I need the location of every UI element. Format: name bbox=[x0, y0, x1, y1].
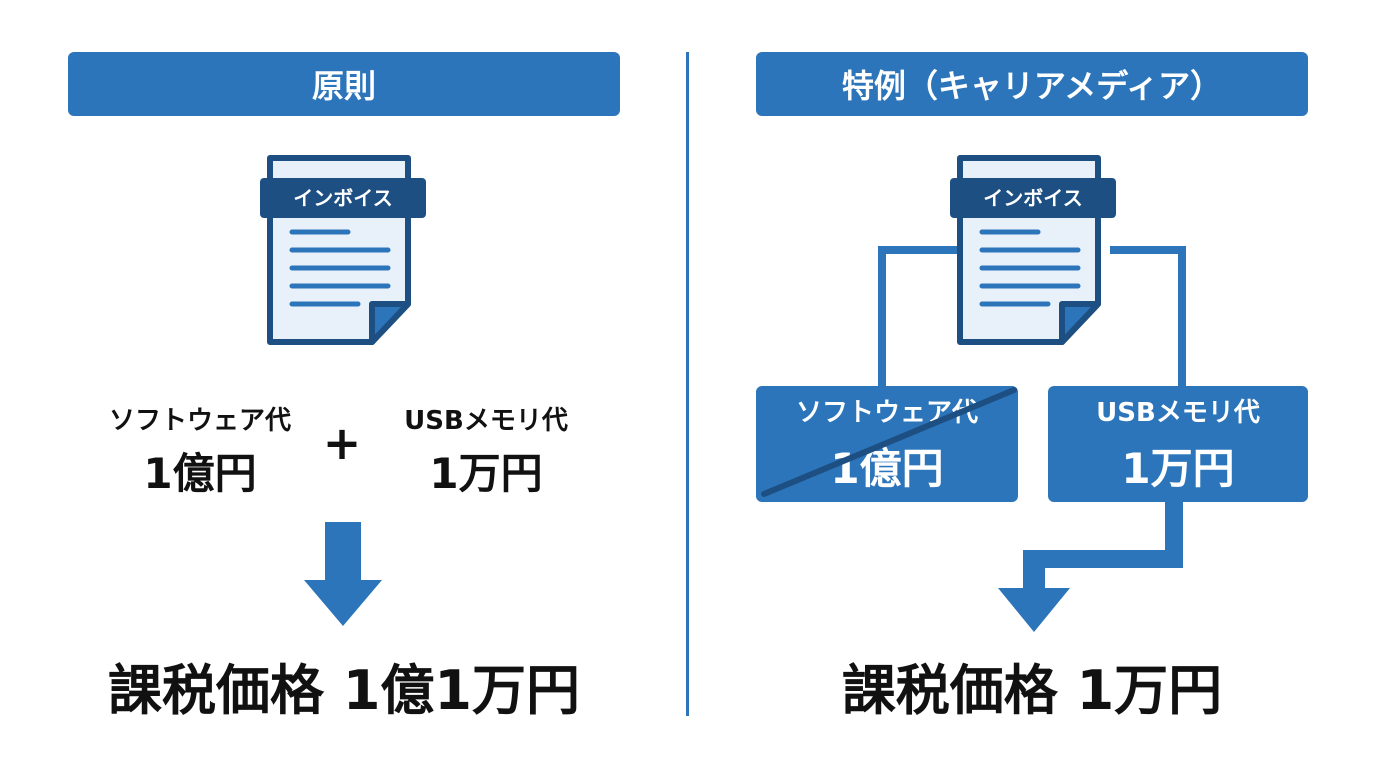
exception-software-amount: 1億円 bbox=[830, 444, 944, 493]
principle-usb-label: USBメモリ代 bbox=[404, 406, 568, 436]
exception-usb-box: USBメモリ代 1万円 bbox=[1048, 386, 1308, 502]
principle-invoice-label: インボイス bbox=[293, 186, 392, 210]
principle-invoice-icon: インボイス bbox=[260, 155, 426, 345]
exception-software-label: ソフトウェア代 bbox=[795, 398, 978, 428]
plus-sign: + bbox=[322, 416, 362, 470]
panel-divider bbox=[686, 52, 689, 716]
principle-header: 原則 bbox=[68, 52, 620, 116]
principle-software-amount: 1億円 bbox=[143, 449, 257, 498]
exception-header: 特例（キャリアメディア） bbox=[756, 52, 1308, 116]
exception-bent-arrow-icon bbox=[998, 500, 1183, 632]
principle-down-arrow-icon bbox=[304, 522, 382, 626]
principle-result: 課税価格 1億1万円 bbox=[108, 659, 580, 722]
exception-usb-amount: 1万円 bbox=[1121, 444, 1235, 493]
exception-invoice-icon: インボイス bbox=[950, 155, 1116, 345]
principle-usb-amount: 1万円 bbox=[429, 449, 543, 498]
exception-invoice-label: インボイス bbox=[983, 186, 1082, 210]
exception-usb-label: USBメモリ代 bbox=[1096, 398, 1260, 428]
principle-software-label: ソフトウェア代 bbox=[108, 406, 291, 436]
strike-through-line bbox=[761, 387, 1017, 497]
exception-result: 課税価格 1万円 bbox=[841, 659, 1223, 722]
